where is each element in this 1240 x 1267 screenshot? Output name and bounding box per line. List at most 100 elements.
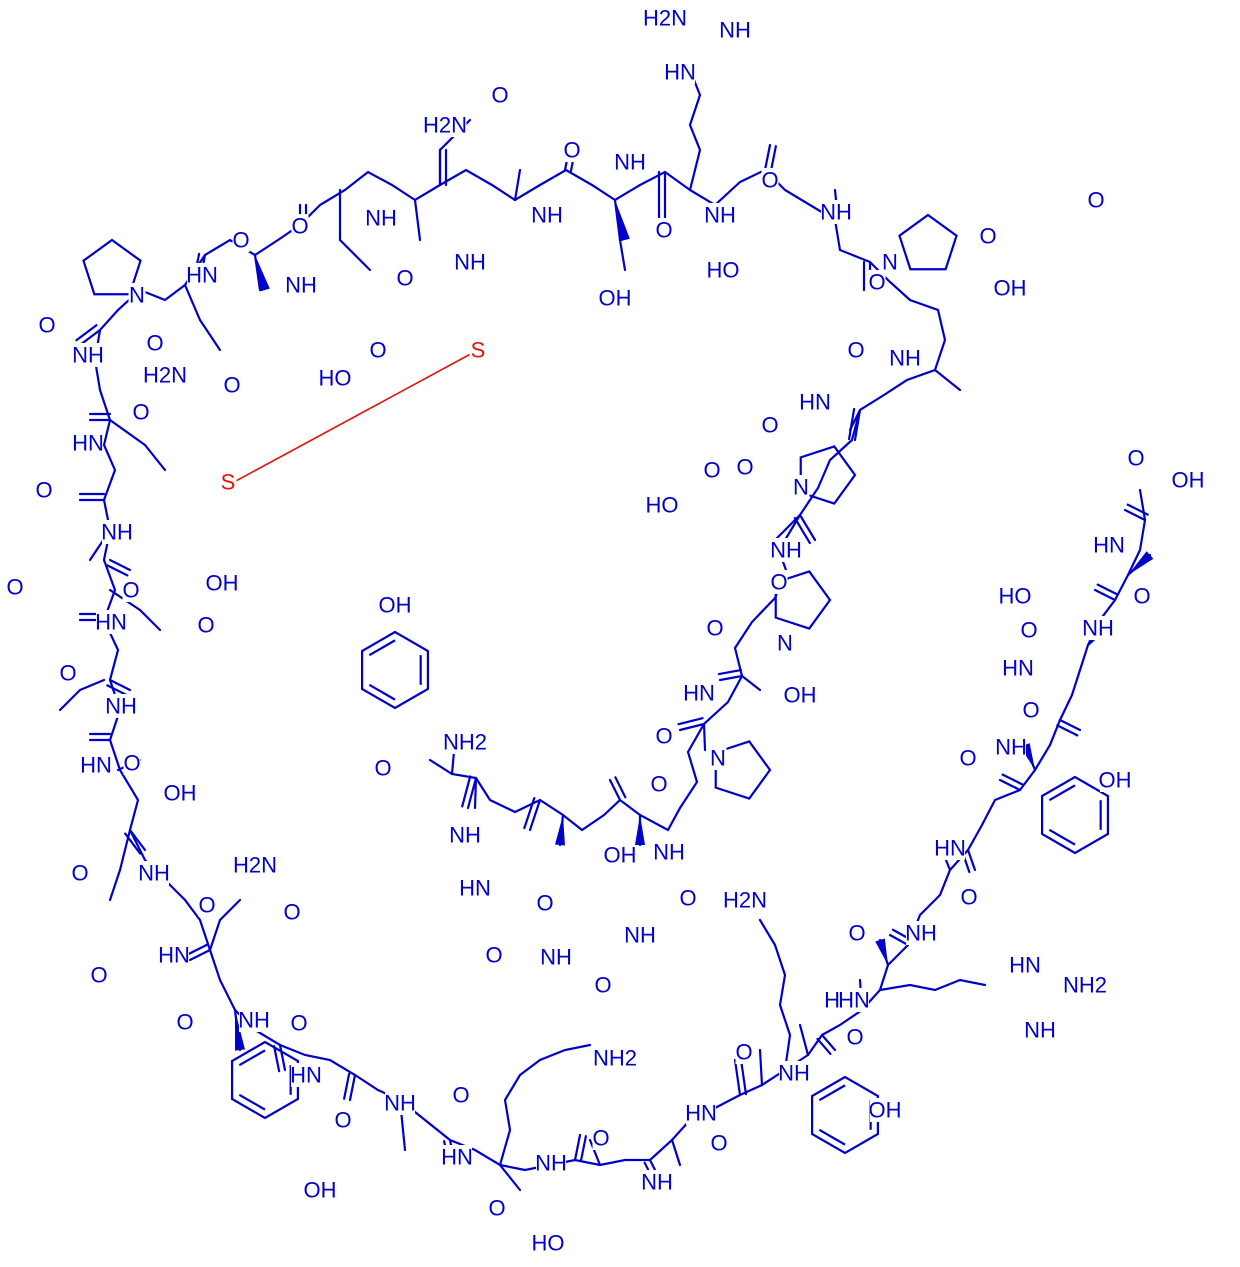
bond (1126, 503, 1149, 516)
label-backdrop (198, 893, 216, 917)
bond (278, 1043, 287, 1072)
atom-label: O (650, 772, 667, 797)
atom-label: O (334, 1108, 351, 1133)
label-backdrop (821, 200, 851, 224)
label-backdrop (996, 735, 1026, 759)
bond (888, 933, 910, 947)
label-backdrop (291, 1063, 321, 1087)
stereo-wedge (875, 938, 888, 965)
bond (798, 513, 817, 542)
atom-label: NH (72, 343, 104, 368)
atom-label: NH (704, 203, 736, 228)
atom-label: O (59, 661, 76, 686)
label-backdrop (374, 756, 392, 780)
atom-label: OH (304, 1178, 337, 1203)
label-backdrop (122, 578, 140, 602)
atom-label: N (710, 746, 726, 771)
label-backdrop (642, 1170, 672, 1194)
atom-label: OH (1172, 468, 1205, 493)
atom-label: O (291, 214, 308, 239)
bond (343, 1072, 351, 1100)
atom-label: O (283, 900, 300, 925)
atom-label: NH (454, 250, 486, 275)
label-backdrop (443, 730, 487, 754)
atom-label: NH2 (593, 1046, 637, 1071)
bond (820, 1033, 837, 1052)
atom-label: O (592, 1126, 609, 1151)
label-backdrop (1063, 973, 1107, 997)
label-backdrop (532, 203, 562, 227)
label-backdrop (615, 150, 645, 174)
label-backdrop (654, 840, 684, 864)
bond (338, 238, 372, 272)
label-backdrop (847, 338, 865, 362)
label-backdrop (1173, 468, 1203, 492)
label-backdrop (305, 1178, 335, 1202)
atom-label: O (1020, 618, 1037, 643)
label-backdrop (792, 475, 810, 499)
bond (108, 558, 132, 572)
bond (769, 145, 777, 173)
bond (78, 678, 106, 692)
atom-label: O (960, 885, 977, 910)
label-backdrop (146, 331, 164, 355)
atom-label: HN (441, 1145, 473, 1170)
label-backdrop (881, 250, 899, 274)
atom-label: O (761, 168, 778, 193)
label-backdrop (455, 250, 485, 274)
label-backdrop (723, 888, 767, 912)
atom-label: O (452, 1083, 469, 1108)
atom-label: O (655, 218, 672, 243)
bond (238, 1049, 266, 1067)
atom-label: O (846, 1025, 863, 1050)
atom-label: NH (624, 923, 656, 948)
atom-label: H2N (233, 853, 277, 878)
label-backdrop (563, 138, 581, 162)
atom-label: NH (285, 273, 317, 298)
atom-label: O (396, 266, 413, 291)
atom-label: O (123, 751, 140, 776)
atom-label: O (232, 228, 249, 253)
label-backdrop (197, 613, 215, 637)
atom-label: O (223, 373, 240, 398)
label-backdrop (176, 1010, 194, 1034)
label-backdrop (679, 886, 697, 910)
label-backdrop (139, 861, 169, 885)
bond (853, 408, 862, 442)
bond (933, 368, 962, 392)
atom-label: O (146, 331, 163, 356)
label-backdrop (1083, 616, 1113, 640)
label-backdrop (291, 214, 309, 238)
bond (847, 407, 856, 441)
label-backdrop (1133, 584, 1151, 608)
bond (498, 1163, 522, 1192)
label-backdrop (1020, 618, 1038, 642)
atom-label: NH (540, 945, 572, 970)
label-backdrop (960, 885, 978, 909)
bond (798, 1023, 810, 1057)
bond (816, 1037, 832, 1056)
atom-label: O (491, 83, 508, 108)
bond (461, 775, 472, 808)
bond (523, 797, 536, 830)
bond (348, 1073, 357, 1102)
bond (106, 564, 129, 577)
stereo-wedge (1128, 551, 1154, 575)
label-backdrop (600, 286, 630, 310)
bond (143, 443, 167, 472)
atom-label: O (1022, 698, 1039, 723)
label-backdrop (6, 575, 24, 599)
label-backdrop (650, 772, 668, 796)
atom-label: N (793, 475, 809, 500)
disulfide-bridge (233, 349, 479, 483)
bond (818, 1128, 846, 1146)
atom-label: HO (646, 493, 679, 518)
atom-label: HN (685, 1101, 717, 1126)
atom-label: HO (319, 366, 352, 391)
bond (138, 608, 162, 632)
atom-label: OH (869, 1098, 902, 1123)
label-backdrop (848, 921, 866, 945)
atom-label: HN (1093, 533, 1125, 558)
label-backdrop (106, 694, 136, 718)
